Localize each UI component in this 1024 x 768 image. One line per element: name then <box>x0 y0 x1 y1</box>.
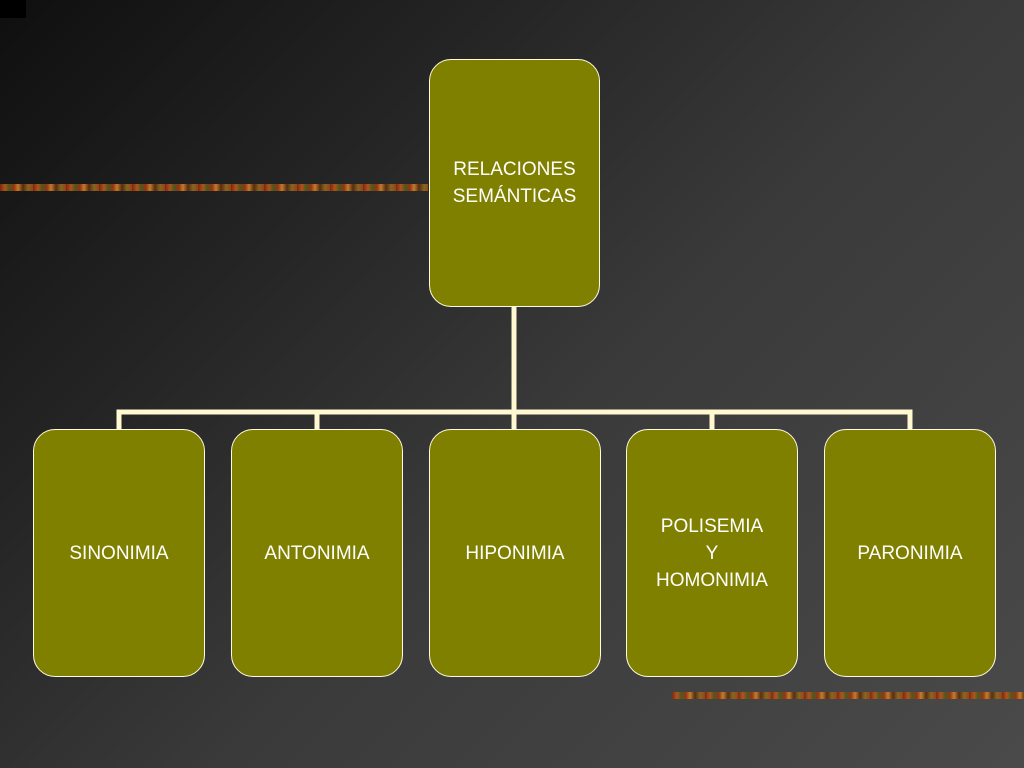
child-node-label: HIPONIMIA <box>465 542 565 564</box>
child-node-paronimia: PARONIMIA <box>824 429 996 677</box>
root-node-label: RELACIONES SEMÁNTICAS <box>452 159 577 207</box>
decorative-band-bottom <box>672 692 1024 699</box>
child-node-label: SINONIMIA <box>69 542 169 564</box>
child-node-sinonimia: SINONIMIA <box>33 429 205 677</box>
corner-mark <box>0 0 26 18</box>
child-node-label: ANTONIMIA <box>264 542 370 564</box>
child-node-label: POLISEMIA Y HOMONIMIA <box>656 515 768 591</box>
decorative-band-top <box>0 184 428 191</box>
child-node-hiponimia: HIPONIMIA <box>429 429 601 677</box>
root-node: RELACIONES SEMÁNTICAS <box>429 59 600 307</box>
child-node-antonimia: ANTONIMIA <box>231 429 403 677</box>
child-node-label: PARONIMIA <box>857 542 963 564</box>
child-node-polisemia-homonimia: POLISEMIA Y HOMONIMIA <box>626 429 798 677</box>
